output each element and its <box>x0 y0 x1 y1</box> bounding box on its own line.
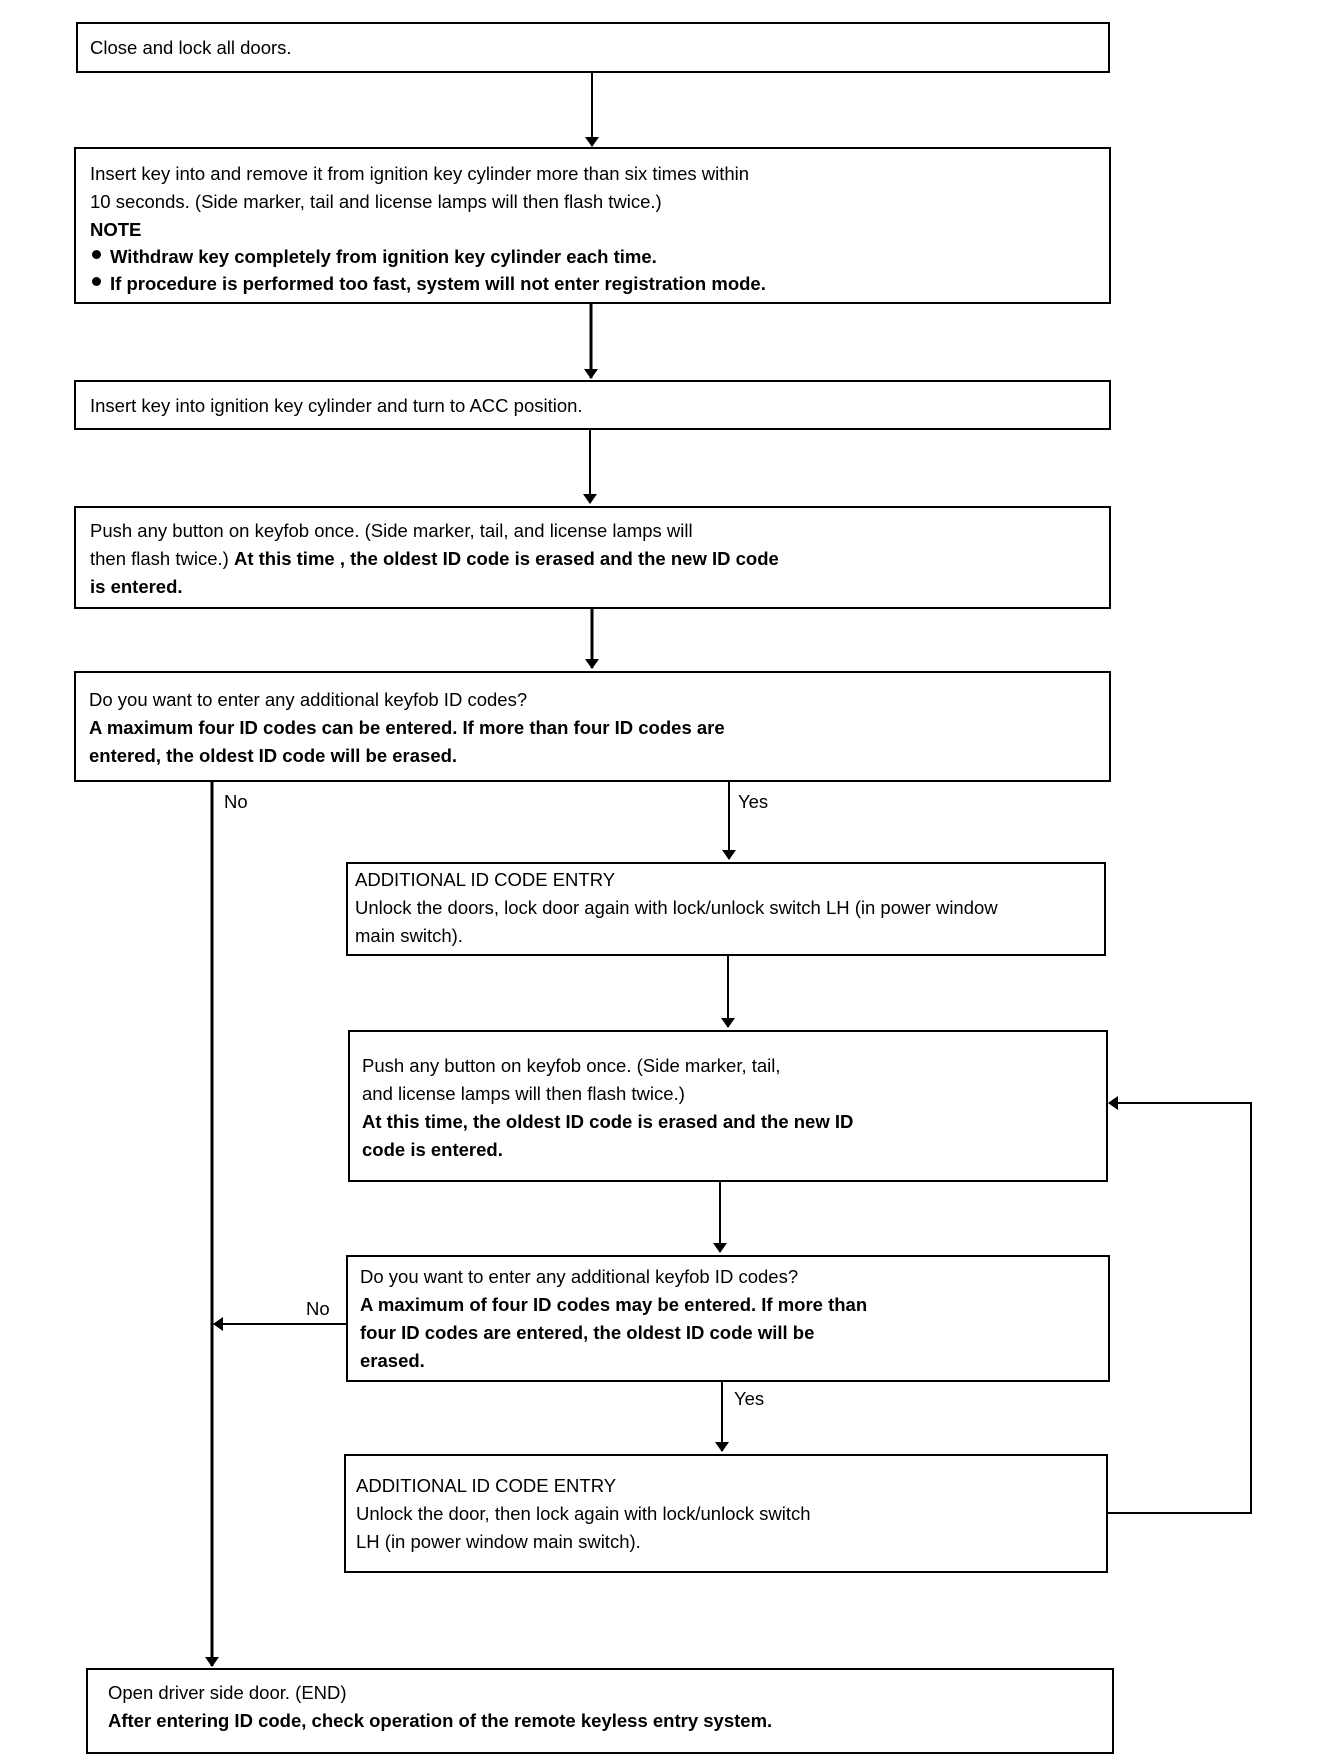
step-insert-remove-key-line1: Insert key into and remove it from ignit… <box>90 163 750 184</box>
note-bullet-2: If procedure is performed too fast, syst… <box>92 270 766 298</box>
step-push-keyfob-line2b: At this time , the oldest ID code is era… <box>233 548 779 569</box>
step-additional-entry-1-line2: Unlock the doors, lock door again with l… <box>355 897 998 918</box>
step-push-keyfob-again-line3: At this time, the oldest ID code is eras… <box>362 1111 854 1132</box>
step-push-keyfob <box>74 506 1111 609</box>
note-bullet-2-text: If procedure is performed too fast, syst… <box>110 273 766 294</box>
step-additional-entry-2-line2: Unlock the door, then lock again with lo… <box>356 1503 811 1524</box>
step-close-lock-doors <box>76 22 1110 73</box>
decision-additional-codes-2-line2: A maximum of four ID codes may be entere… <box>360 1294 868 1315</box>
step-push-keyfob-again-line2: and license lamps will then flash twice.… <box>362 1083 685 1104</box>
step-additional-entry-1-line3: main switch). <box>355 925 463 946</box>
step-turn-to-acc <box>74 380 1111 430</box>
branch-label-yes-2: Yes <box>734 1388 765 1409</box>
decision-additional-codes-line2: A maximum four ID codes can be entered. … <box>89 717 725 738</box>
step-turn-to-acc-text: Insert key into ignition key cylinder an… <box>90 395 583 416</box>
decision-additional-codes-line1: Do you want to enter any additional keyf… <box>89 689 528 710</box>
step-push-keyfob-line3: is entered. <box>90 576 183 597</box>
step-end-open-door-line1: Open driver side door. (END) <box>108 1682 347 1703</box>
step-additional-entry-2 <box>344 1454 1108 1573</box>
step-close-lock-doors-text: Close and lock all doors. <box>90 37 292 58</box>
bullet-icon <box>92 277 101 286</box>
loop-back-s9-to-s7 <box>1106 1096 1252 1514</box>
step-push-keyfob-again-line4: code is entered. <box>362 1139 503 1160</box>
note-bullet-1: Withdraw key completely from ignition ke… <box>92 243 657 271</box>
branch-label-yes: Yes <box>738 791 769 812</box>
decision-additional-codes-2-line3: four ID codes are entered, the oldest ID… <box>360 1322 815 1343</box>
decision-additional-codes-2 <box>346 1255 1110 1382</box>
step-additional-entry-2-line3: LH (in power window main switch). <box>356 1531 641 1552</box>
decision-additional-codes-2-line4: erased. <box>360 1350 425 1371</box>
step-push-keyfob-again <box>348 1030 1108 1182</box>
branch-label-no: No <box>224 791 248 812</box>
step-end-open-door-line2: After entering ID code, check operation … <box>108 1710 773 1731</box>
bullet-icon <box>92 250 101 259</box>
step-end-open-door <box>86 1668 1114 1754</box>
decision-additional-codes <box>74 671 1111 782</box>
step-additional-entry-1-line1: ADDITIONAL ID CODE ENTRY <box>355 869 616 890</box>
step-additional-entry-2-line1: ADDITIONAL ID CODE ENTRY <box>356 1475 617 1496</box>
step-insert-remove-key <box>74 147 1111 304</box>
step-push-keyfob-line1: Push any button on keyfob once. (Side ma… <box>90 520 693 541</box>
decision-additional-codes-line3: entered, the oldest ID code will be eras… <box>89 745 458 766</box>
step-push-keyfob-again-line1: Push any button on keyfob once. (Side ma… <box>362 1055 781 1076</box>
branch-label-no-2: No <box>306 1298 330 1319</box>
step-push-keyfob-line2: then flash twice.) At this time , the ol… <box>90 545 779 573</box>
step-insert-remove-key-line2: 10 seconds. (Side marker, tail and licen… <box>90 191 662 212</box>
step-push-keyfob-line2a: then flash twice.) <box>90 548 234 569</box>
note-bullet-1-text: Withdraw key completely from ignition ke… <box>110 246 657 267</box>
decision-additional-codes-2-line1: Do you want to enter any additional keyf… <box>360 1266 799 1287</box>
step-additional-entry-1 <box>346 862 1106 956</box>
note-heading: NOTE <box>90 219 142 240</box>
